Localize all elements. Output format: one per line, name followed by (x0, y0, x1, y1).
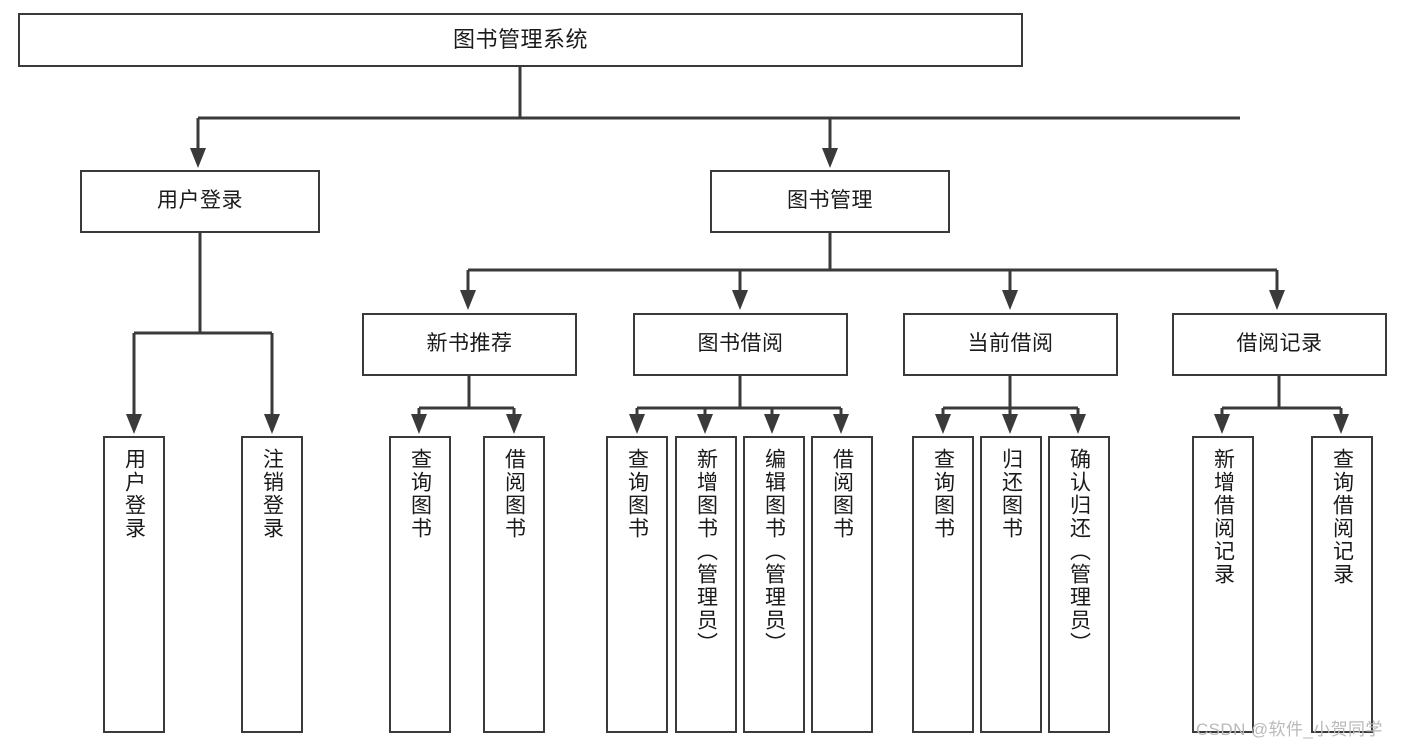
connector-current-to-leaves (941, 376, 1080, 424)
arrowhead-icon (822, 148, 838, 168)
node-user-login[interactable]: 用户登录 (80, 170, 320, 233)
node-book-manage[interactable]: 图书管理 (710, 170, 950, 233)
node-label: 编辑图书（管理员） (762, 448, 786, 655)
node-leaf-confirm-return[interactable]: 确认归还（管理员） (1048, 436, 1110, 733)
node-label: 当前借阅 (967, 332, 1054, 356)
arrowhead-icon (126, 414, 142, 434)
node-book-borrow[interactable]: 图书借阅 (633, 313, 848, 376)
connector-borrow-to-leaves (635, 376, 843, 424)
arrowhead-icon (732, 290, 748, 310)
node-root[interactable]: 图书管理系统 (18, 13, 1023, 67)
node-leaf-query-book-3[interactable]: 查询图书 (912, 436, 974, 733)
node-current-borrow[interactable]: 当前借阅 (903, 313, 1118, 376)
node-label: 借阅图书 (830, 448, 854, 540)
node-label: 注销登录 (260, 448, 284, 540)
node-new-book-recommend[interactable]: 新书推荐 (362, 313, 577, 376)
node-leaf-logout[interactable]: 注销登录 (241, 436, 303, 733)
arrowhead-icon (1269, 290, 1285, 310)
node-label: 借阅图书 (502, 448, 526, 540)
connector-userlogin-to-leaves (132, 233, 274, 424)
csdn-watermark: CSDN @软件_小贺同学 (1196, 720, 1383, 739)
node-label: 图书管理系统 (452, 27, 588, 53)
node-label: 图书借阅 (697, 332, 784, 356)
arrowhead-icon (1002, 414, 1018, 434)
arrowhead-icon (190, 148, 206, 168)
node-label: 新增借阅记录 (1211, 448, 1235, 586)
node-leaf-user-login[interactable]: 用户登录 (103, 436, 165, 733)
node-leaf-borrow-book-1[interactable]: 借阅图书 (483, 436, 545, 733)
connector-recommend-to-leaves (417, 376, 516, 424)
arrowhead-icon (1333, 414, 1349, 434)
arrowhead-icon (1002, 290, 1018, 310)
arrowhead-icon (1214, 414, 1230, 434)
node-leaf-add-record[interactable]: 新增借阅记录 (1192, 436, 1254, 733)
node-label: 借阅记录 (1236, 332, 1323, 356)
node-label: 查询图书 (931, 448, 955, 540)
node-leaf-edit-book[interactable]: 编辑图书（管理员） (743, 436, 805, 733)
arrowhead-icon (697, 414, 713, 434)
node-label: 新增图书（管理员） (694, 448, 718, 655)
node-leaf-query-book-1[interactable]: 查询图书 (389, 436, 451, 733)
node-leaf-query-book-2[interactable]: 查询图书 (606, 436, 668, 733)
node-label: 新书推荐 (426, 332, 513, 356)
arrowhead-icon (411, 414, 427, 434)
node-leaf-query-record[interactable]: 查询借阅记录 (1311, 436, 1373, 733)
arrowhead-icon (629, 414, 645, 434)
connector-root-to-l1 (196, 67, 1240, 158)
node-label: 确认归还（管理员） (1067, 448, 1091, 655)
node-label: 查询借阅记录 (1330, 448, 1354, 586)
arrowhead-icon (460, 290, 476, 310)
arrowhead-icon (506, 414, 522, 434)
node-label: 用户登录 (122, 448, 146, 540)
connector-record-to-leaves (1220, 376, 1343, 424)
connector-bookmanage-to-l2 (466, 233, 1279, 300)
node-label: 查询图书 (625, 448, 649, 540)
node-label: 用户登录 (157, 189, 243, 213)
node-label: 图书管理 (787, 189, 873, 213)
node-label: 查询图书 (408, 448, 432, 540)
node-leaf-return-book[interactable]: 归还图书 (980, 436, 1042, 733)
arrowhead-icon (764, 414, 780, 434)
arrowhead-icon (935, 414, 951, 434)
arrowhead-icon (264, 414, 280, 434)
node-label: 归还图书 (999, 448, 1023, 540)
node-leaf-add-book[interactable]: 新增图书（管理员） (675, 436, 737, 733)
node-borrow-record[interactable]: 借阅记录 (1172, 313, 1387, 376)
arrowhead-icon (833, 414, 849, 434)
node-leaf-borrow-book-2[interactable]: 借阅图书 (811, 436, 873, 733)
arrowhead-icon (1070, 414, 1086, 434)
